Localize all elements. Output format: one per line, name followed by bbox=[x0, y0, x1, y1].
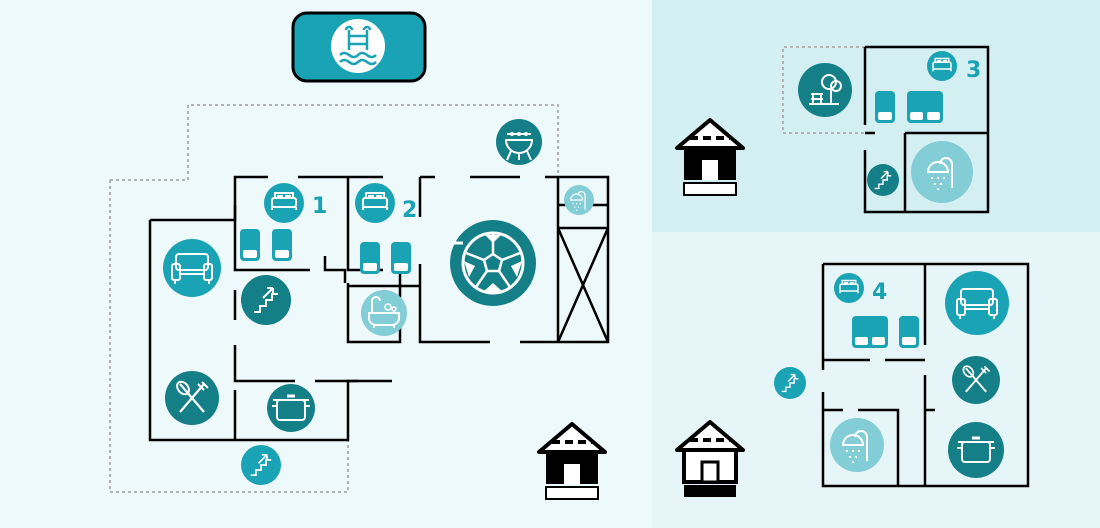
armchair-icon bbox=[163, 239, 221, 297]
garden-bench-icon bbox=[798, 63, 852, 117]
pool bbox=[291, 11, 427, 83]
double-bed-icon bbox=[852, 316, 888, 348]
single-bed-icon bbox=[391, 242, 411, 274]
double-bed-icon bbox=[907, 91, 943, 123]
stairs-icon bbox=[867, 164, 899, 196]
cooking-pot-icon bbox=[948, 422, 1004, 478]
barbecue-grill-icon bbox=[496, 119, 542, 165]
bathtub-icon bbox=[361, 290, 407, 336]
annex-top-walls bbox=[863, 45, 990, 214]
main-house-walls bbox=[148, 175, 610, 442]
stairs-icon bbox=[774, 367, 806, 399]
house-icon bbox=[675, 118, 745, 196]
armchair-icon bbox=[945, 271, 1009, 335]
single-bed-icon bbox=[899, 316, 919, 348]
swimming-pool-icon bbox=[331, 19, 385, 73]
stairs-icon bbox=[241, 275, 291, 325]
stairs-icon bbox=[241, 445, 281, 485]
single-bed-icon bbox=[240, 229, 260, 261]
room-3-label: 3 bbox=[966, 58, 981, 83]
bed-icon bbox=[834, 273, 864, 303]
house-icon bbox=[537, 422, 607, 500]
bed-icon bbox=[264, 183, 304, 223]
cooking-pot-icon bbox=[267, 384, 315, 432]
cutlery-icon bbox=[952, 356, 1000, 404]
shower-icon bbox=[830, 418, 884, 472]
room-2-label: 2 bbox=[402, 198, 417, 223]
single-bed-icon bbox=[272, 229, 292, 261]
shower-icon bbox=[911, 141, 973, 203]
main-garden-boundary bbox=[109, 104, 559, 493]
room-1-label: 1 bbox=[312, 194, 327, 219]
house-icon bbox=[675, 420, 745, 497]
annex-bottom-walls bbox=[821, 262, 1030, 488]
single-bed-icon bbox=[360, 242, 380, 274]
single-bed-icon bbox=[875, 91, 895, 123]
cutlery-icon bbox=[165, 371, 219, 425]
football-icon bbox=[450, 220, 536, 306]
bed-icon bbox=[355, 183, 395, 223]
bed-icon bbox=[927, 51, 957, 81]
shower-icon bbox=[564, 185, 594, 215]
room-4-label: 4 bbox=[872, 280, 887, 305]
